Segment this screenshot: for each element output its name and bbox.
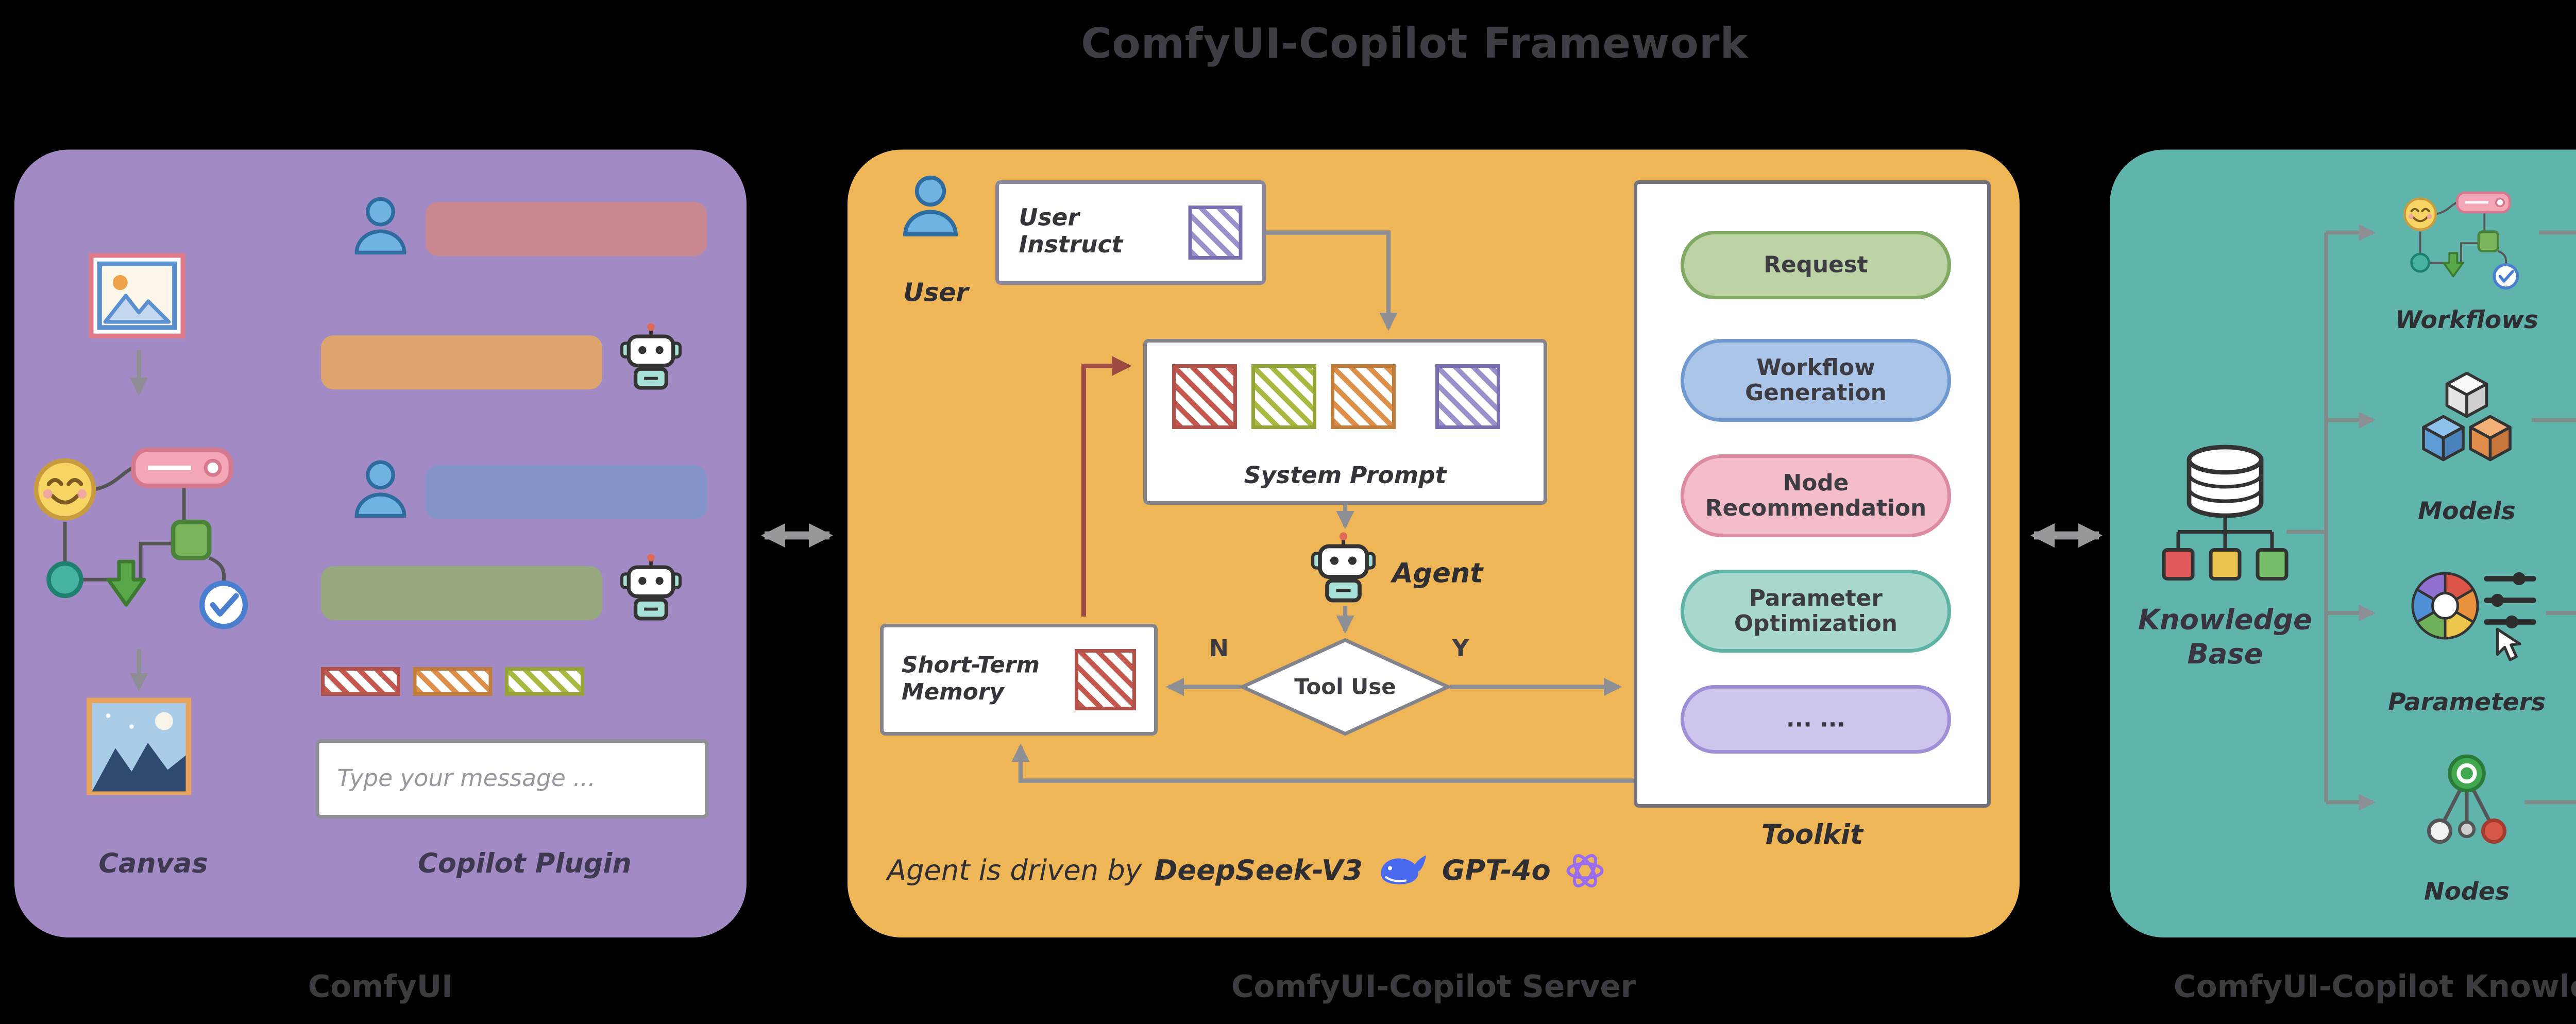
toolkit-pill-request: Request xyxy=(1681,231,1951,299)
prompt-token-bars xyxy=(321,667,584,696)
prompt-token-purple xyxy=(1435,364,1500,429)
toolkit-pill-node-recommendation: Node Recommendation xyxy=(1681,454,1951,537)
robot-avatar-icon xyxy=(617,321,685,393)
openai-logo-icon xyxy=(1563,849,1606,893)
agent-robot-icon xyxy=(1308,530,1380,606)
footer-prefix: Agent is driven by xyxy=(887,855,1142,887)
toolkit-pill-parameter-optimization: Parameter Optimization xyxy=(1681,570,1951,653)
comfyui-caption: ComfyUI xyxy=(308,970,453,1006)
knowledge-base-panel: Knowledge Base Workflows Models Paramete… xyxy=(2110,149,2576,937)
token-bar-red xyxy=(321,667,400,696)
nodes-label: Nodes xyxy=(2424,878,2510,907)
user-avatar-icon xyxy=(898,173,963,238)
generated-image-icon xyxy=(87,698,191,795)
user-instruct-box: User Instruct xyxy=(995,180,1266,285)
workflows-label: Workflows xyxy=(2395,306,2539,335)
server-panel: User User Instruct System Prompt Agent N… xyxy=(848,149,2020,937)
toolkit-pill-more: ... ... xyxy=(1681,685,1951,754)
system-prompt-tokens xyxy=(1172,364,1500,429)
branch-yes-label: Y xyxy=(1452,636,1469,664)
parameters-sliders-icon xyxy=(2395,557,2539,669)
short-term-memory-box: Short-Term Memory xyxy=(880,624,1158,736)
chat-bubble-user-2 xyxy=(426,465,707,519)
token-bar-orange xyxy=(413,667,493,696)
chat-bubble-user-1 xyxy=(426,202,707,256)
robot-avatar-icon xyxy=(617,552,685,624)
knowledge-base-db-icon xyxy=(2157,438,2294,597)
workflows-icon xyxy=(2398,172,2532,294)
system-prompt-box: System Prompt xyxy=(1143,339,1547,505)
models-cubes-icon xyxy=(2409,366,2524,474)
knowledge-base-caption: ComfyUI-Copilot Knowledge Base xyxy=(2174,970,2576,1006)
agent-models-footer: Agent is driven by DeepSeek-V3 GPT-4o xyxy=(887,849,1606,893)
copilot-plugin-label: Copilot Plugin xyxy=(418,847,632,880)
token-bar-yellow-green xyxy=(505,667,584,696)
branch-no-label: N xyxy=(1209,636,1229,664)
user-avatar-icon xyxy=(350,195,411,256)
chat-bubble-assistant-1 xyxy=(321,335,602,389)
user-label: User xyxy=(903,279,969,309)
instruct-token-purple xyxy=(1188,206,1243,260)
user-instruct-label: User Instruct xyxy=(1019,204,1123,260)
toolkit-label: Toolkit xyxy=(1761,818,1863,851)
tool-use-label: Tool Use xyxy=(1294,674,1396,699)
agent-label: Agent xyxy=(1392,557,1483,590)
deepseek-label: DeepSeek-V3 xyxy=(1154,855,1363,887)
toolkit-pill-workflow-generation: Workflow Generation xyxy=(1681,339,1951,422)
workflow-graph-icon xyxy=(29,409,267,639)
toolkit-box: Request Workflow Generation Node Recomme… xyxy=(1634,180,1991,808)
canvas-label: Canvas xyxy=(98,847,208,880)
short-term-memory-label: Short-Term Memory xyxy=(902,651,1040,705)
deepseek-whale-icon xyxy=(1375,851,1429,891)
prompt-token-red xyxy=(1172,364,1237,429)
message-input[interactable] xyxy=(315,739,709,818)
server-caption: ComfyUI-Copilot Server xyxy=(1231,970,1636,1006)
canvas-source-image-icon xyxy=(89,252,186,339)
nodes-graph-icon xyxy=(2416,750,2517,855)
system-prompt-label: System Prompt xyxy=(1244,463,1447,490)
memory-token-red xyxy=(1075,649,1136,710)
prompt-token-yellow-green xyxy=(1251,364,1316,429)
knowledge-base-label: Knowledge Base xyxy=(2138,604,2312,670)
parameters-label: Parameters xyxy=(2387,689,2546,718)
gpt4o-label: GPT-4o xyxy=(1442,855,1551,887)
user-avatar-icon xyxy=(350,458,411,519)
comfyui-panel: Canvas Copilot Plugin xyxy=(14,149,747,937)
prompt-token-orange xyxy=(1331,364,1396,429)
diagram-title: ComfyUI-Copilot Framework xyxy=(1081,22,1749,69)
chat-bubble-assistant-2 xyxy=(321,566,602,620)
models-label: Models xyxy=(2418,498,2516,526)
